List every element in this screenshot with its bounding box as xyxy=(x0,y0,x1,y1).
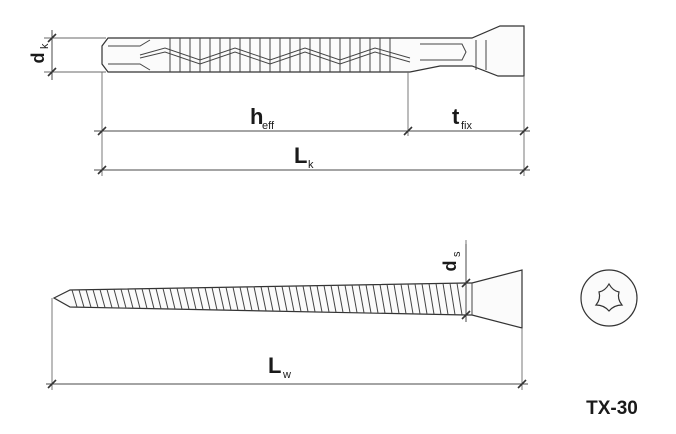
plug-inner-lines xyxy=(108,39,411,71)
lw-dimension: L w xyxy=(46,298,528,390)
plug-collar-detail xyxy=(420,40,487,70)
thread-line xyxy=(134,288,141,309)
thread-line xyxy=(225,287,232,311)
frame-drive: TX-30 xyxy=(580,269,638,419)
thread-line xyxy=(400,284,407,314)
lw-label-main: L xyxy=(268,353,281,378)
ds-label-sub: s xyxy=(451,251,463,257)
thread-line xyxy=(421,283,428,315)
thread-line xyxy=(435,283,442,315)
thread-line xyxy=(414,283,421,315)
heff-label-main: h xyxy=(250,104,263,129)
screw-body xyxy=(52,269,523,329)
plug-ribs xyxy=(169,38,391,72)
thread-line xyxy=(71,289,78,308)
tfix-label-sub: fix xyxy=(461,120,473,132)
thread-line xyxy=(302,285,309,312)
thread-line xyxy=(113,289,120,309)
heff-label-sub: eff xyxy=(262,120,275,132)
thread-line xyxy=(169,288,176,310)
thread-line xyxy=(288,286,295,312)
ds-dimension: d s xyxy=(440,240,471,322)
lk-label-sub: k xyxy=(308,159,314,171)
thread-line xyxy=(351,284,358,313)
thread-line xyxy=(267,286,274,312)
thread-line xyxy=(428,283,435,315)
thread-line xyxy=(148,288,155,309)
thread-line xyxy=(155,288,162,309)
thread-line xyxy=(246,286,253,311)
ds-label-main: d xyxy=(440,261,460,272)
thread-line xyxy=(183,287,190,310)
thread-line xyxy=(141,288,148,309)
thread-line xyxy=(456,283,463,315)
heff-tfix-dimension: h eff t fix xyxy=(94,104,530,136)
thread-line xyxy=(120,288,127,309)
lw-label-sub: w xyxy=(282,369,291,381)
thread-line xyxy=(253,286,260,311)
torx-star-icon xyxy=(594,282,624,312)
thread-line xyxy=(379,284,386,314)
thread-line xyxy=(330,285,337,313)
thread-line xyxy=(99,289,106,308)
thread-line xyxy=(78,289,85,308)
thread-line xyxy=(197,287,204,310)
thread-line xyxy=(323,285,330,313)
lk-dimension: L k xyxy=(94,143,530,175)
thread-line xyxy=(386,284,393,314)
thread-line xyxy=(337,285,344,313)
thread-line xyxy=(106,289,113,308)
lk-label-main: L xyxy=(294,143,307,168)
thread-line xyxy=(92,289,99,308)
thread-line xyxy=(344,285,351,313)
frame-plug: d k h eff t fix L k xyxy=(28,25,530,176)
thread-line xyxy=(442,283,449,315)
thread-line xyxy=(239,286,246,311)
thread-line xyxy=(295,285,302,312)
thread-line xyxy=(309,285,316,312)
dk-label-sub: k xyxy=(39,43,51,49)
dk-label-main: d xyxy=(28,53,48,64)
thread-line xyxy=(407,283,414,314)
thread-line xyxy=(365,284,372,314)
drive-type-label: TX-30 xyxy=(586,398,638,419)
frame-screw: d s L w xyxy=(46,240,528,390)
thread-line xyxy=(211,287,218,310)
thread-line xyxy=(260,286,267,311)
thread-line xyxy=(449,283,456,315)
thread-line xyxy=(218,287,225,311)
thread-line xyxy=(393,284,400,314)
thread-line xyxy=(358,284,365,313)
thread-line xyxy=(232,287,239,311)
thread-line xyxy=(372,284,379,314)
thread-line xyxy=(176,287,183,310)
thread-line xyxy=(85,289,92,308)
screw-thread xyxy=(71,283,463,315)
thread-line xyxy=(204,287,211,310)
thread-line xyxy=(274,286,281,312)
thread-line xyxy=(190,287,197,310)
dk-dimension: d k xyxy=(28,30,106,80)
thread-line xyxy=(162,288,169,309)
thread-line xyxy=(127,288,134,309)
tfix-label-main: t xyxy=(452,104,460,129)
thread-line xyxy=(281,286,288,312)
thread-line xyxy=(316,285,323,313)
